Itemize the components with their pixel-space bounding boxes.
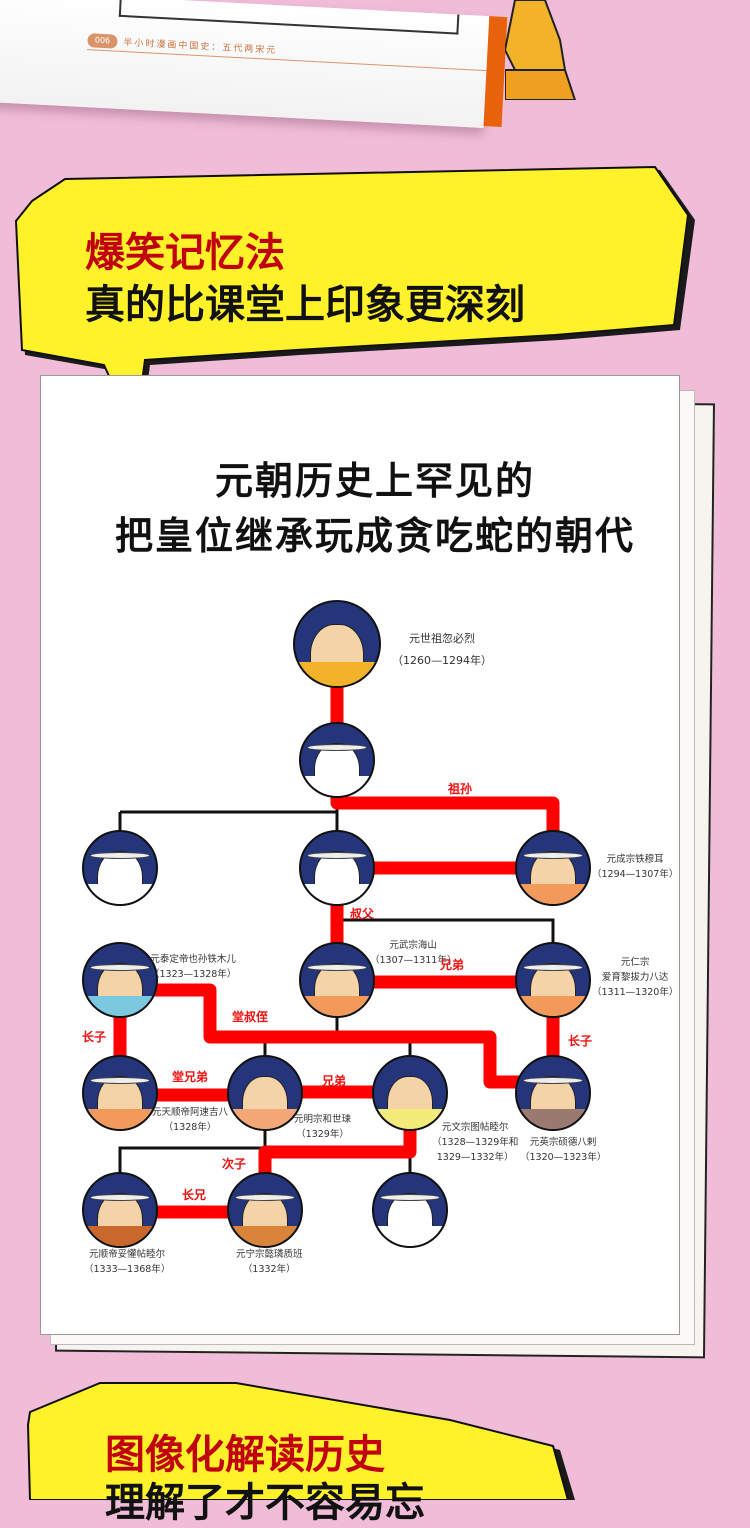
relation-label: 长子 bbox=[82, 1030, 107, 1044]
relation-label: 兄弟 bbox=[322, 1074, 347, 1088]
portrait-khaishan bbox=[299, 942, 375, 1018]
portrait-kublai bbox=[293, 600, 381, 688]
label-rinchinbal: 元宁宗懿璘质班（1332年） bbox=[236, 1249, 303, 1275]
monk-figure-illustration bbox=[505, 0, 577, 100]
relation-label: 次子 bbox=[222, 1157, 247, 1171]
portrait-rinchinbal bbox=[227, 1172, 303, 1248]
portrait-blank bbox=[299, 830, 375, 906]
bubble2-line1: 图像化解读历史 bbox=[105, 1432, 385, 1478]
portrait-blank bbox=[372, 1172, 448, 1248]
label-yesun-temur: 元泰定帝也孙铁木儿（1323—1328年） bbox=[150, 954, 237, 980]
relation-label: 堂兄弟 bbox=[172, 1070, 209, 1084]
portrait-temur bbox=[515, 830, 591, 906]
portrait-shidebala bbox=[515, 1055, 591, 1131]
chart-title-line2: 把皇位继承玩成贪吃蛇的朝代 bbox=[114, 514, 635, 558]
label-shidebala: 元英宗硕德八剌（1320—1323年） bbox=[520, 1137, 607, 1163]
label-toghon-temur: 元顺帝妥懽帖睦尔（1333—1368年） bbox=[84, 1249, 171, 1275]
portrait-blank bbox=[82, 830, 158, 906]
portrait-toghon-temur bbox=[82, 1172, 158, 1248]
portrait-ayurbarwada bbox=[515, 942, 591, 1018]
portrait-tugh-temur bbox=[372, 1055, 448, 1131]
portrait-blank bbox=[299, 722, 375, 798]
portrait-kusala bbox=[227, 1055, 303, 1131]
label-temur: 元成宗铁穆耳（1294—1307年） bbox=[592, 854, 679, 880]
label-ayurbarwada: 元仁宗爱育黎拔力八达（1311—1320年） bbox=[592, 957, 679, 998]
portrait-ragibagh bbox=[82, 1055, 158, 1131]
label-kublai: 元世祖忽必烈（1260—1294年） bbox=[392, 632, 492, 667]
chart-title-line1: 元朝历史上罕见的 bbox=[214, 459, 535, 503]
speech-bubble-memory bbox=[14, 165, 695, 440]
label-khaishan: 元武宗海山（1307—1311年） bbox=[370, 940, 457, 966]
bubble2-line2: 理解了才不容易忘 bbox=[105, 1480, 425, 1526]
relation-label: 长子 bbox=[568, 1034, 593, 1048]
red-line-tangshuzhi bbox=[120, 983, 553, 1089]
relation-label: 堂叔侄 bbox=[232, 1010, 269, 1024]
relation-label: 兄弟 bbox=[440, 958, 465, 972]
relation-label: 叔父 bbox=[350, 907, 375, 921]
bubble1-line1: 爆笑记忆法 bbox=[85, 230, 285, 276]
speech-bubble-visual bbox=[26, 1382, 575, 1500]
label-ragibagh: 元天顺帝阿速吉八（1328年） bbox=[152, 1107, 229, 1133]
relation-label: 祖孙 bbox=[448, 782, 473, 796]
bubble1-line2: 真的比课堂上印象更深刻 bbox=[85, 282, 525, 328]
relation-label: 长兄 bbox=[182, 1188, 207, 1202]
label-kusala: 元明宗和世㻋（1329年） bbox=[294, 1114, 352, 1140]
portrait-yesun-temur bbox=[82, 942, 158, 1018]
